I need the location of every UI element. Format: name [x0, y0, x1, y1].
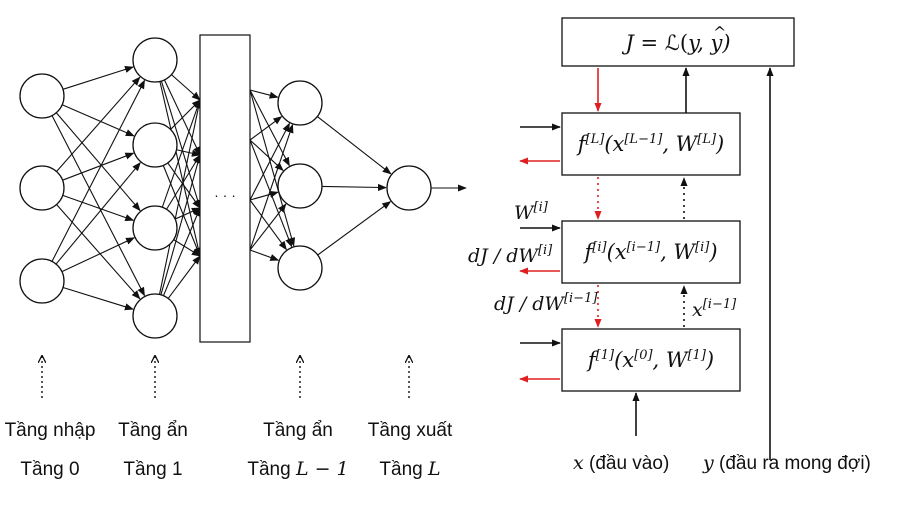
edge-box-hiddenL1	[249, 123, 294, 251]
node-input	[19, 165, 65, 211]
network-nodes	[19, 37, 432, 339]
edge-hidden1-box	[171, 74, 201, 101]
edge-hiddenL1-output	[321, 183, 387, 192]
edge-hiddenL1-output	[317, 201, 392, 256]
layer-block-bottom	[561, 328, 741, 392]
edge-input-hidden1	[51, 79, 146, 262]
layer-pointer-arrows	[42, 356, 409, 398]
network-edges	[51, 66, 467, 311]
node-hidden1	[132, 293, 178, 339]
edge-box-hiddenL1	[249, 89, 296, 247]
top-block-formula: f[L](x[L−1], W[L])	[576, 132, 724, 156]
edge-hidden1-box	[160, 154, 202, 295]
node-input	[19, 258, 65, 304]
node-hiddenL1	[277, 80, 323, 126]
node-hiddenL1	[277, 163, 323, 209]
prev-weight-gradient-label: dJ / dW[i−1]	[494, 291, 598, 315]
edge-hidden1-box	[160, 80, 202, 209]
edge-input-hidden1	[56, 204, 141, 300]
input-label: x (đầu vào)	[573, 452, 669, 474]
layer-name-output: Tầng xuất	[368, 420, 453, 441]
target-label: y (đầu ra mong đợi)	[702, 452, 871, 474]
edge-input-hidden1	[51, 115, 145, 297]
layer-labels: Tầng nhập Tầng 0 Tầng ẩn Tầng 1 Tầng ẩn …	[5, 420, 453, 480]
prev-activation-label: x[i−1]	[692, 297, 737, 321]
edge-box-hiddenL1	[249, 249, 280, 261]
hidden-box-ellipsis: · · ·	[214, 187, 236, 203]
layer-name-input: Tầng nhập	[5, 420, 96, 441]
edge-hidden1-box	[161, 99, 201, 208]
edge-box-hiddenL1	[249, 116, 283, 141]
node-input	[19, 73, 65, 119]
weight-input-label: W[i]	[514, 200, 549, 224]
node-hidden1	[132, 205, 178, 251]
weight-gradient-label: dJ / dW[i]	[468, 243, 553, 267]
edge-hidden1-box	[162, 207, 201, 296]
mid-block-formula: f[i](x[i−1], W[i])	[582, 240, 717, 264]
backward-arrows	[519, 68, 602, 383]
edge-box-hiddenL1	[249, 190, 279, 201]
edge-hidden1-box	[167, 255, 201, 299]
edge-box-hiddenL1	[249, 199, 287, 251]
edge-input-hidden1	[62, 194, 135, 222]
edge-input-hidden1	[61, 104, 135, 137]
loss-formula: J = ℒ(y, y)	[621, 31, 730, 55]
layer-name-hiddenL1: Tầng ẩn	[263, 420, 333, 441]
edge-input-hidden1	[56, 76, 141, 172]
edge-input-hidden1	[55, 112, 141, 212]
layer-block-mid	[561, 220, 741, 284]
edge-hidden1-box	[159, 81, 202, 257]
edge-input-hidden1	[61, 237, 135, 273]
edge-hidden1-box	[173, 239, 201, 257]
node-hiddenL1	[277, 245, 323, 291]
layer-index-hidden1: Tầng 1	[123, 459, 182, 480]
edge-box-hiddenL1	[249, 89, 279, 99]
edge-hidden1-box	[158, 99, 202, 295]
edge-hidden1-box	[162, 165, 201, 257]
bottom-block-formula: f[1](x[0], W[1])	[586, 348, 714, 372]
layer-block-top	[561, 112, 741, 176]
layer-name-hidden1: Tầng ẩn	[118, 420, 188, 441]
forward-arrows	[520, 67, 774, 460]
layer-index-hiddenL1: Tầng L − 1	[247, 458, 348, 480]
edge-box-hiddenL1	[249, 122, 290, 201]
edge-hiddenL1-output	[317, 116, 392, 175]
layer-index-input: Tầng 0	[20, 459, 79, 480]
node-hidden1	[132, 122, 178, 168]
loss-yhat-hat: ^	[713, 23, 726, 42]
edge-hidden1-box	[176, 149, 201, 157]
node-output	[386, 165, 432, 211]
edge-input-hidden1	[62, 152, 135, 181]
layer-index-output: Tầng L	[379, 458, 440, 480]
edge-input-hidden1	[62, 286, 134, 311]
loss-box	[561, 17, 795, 67]
edge-box-hiddenL1	[249, 139, 284, 172]
edge-input-hidden1	[55, 161, 141, 265]
edge-hidden1-box	[167, 162, 201, 209]
edge-input-hidden1	[62, 66, 134, 90]
hidden-layers-box	[199, 34, 251, 343]
edge-box-hiddenL1	[249, 203, 287, 251]
node-hidden1	[132, 37, 178, 83]
